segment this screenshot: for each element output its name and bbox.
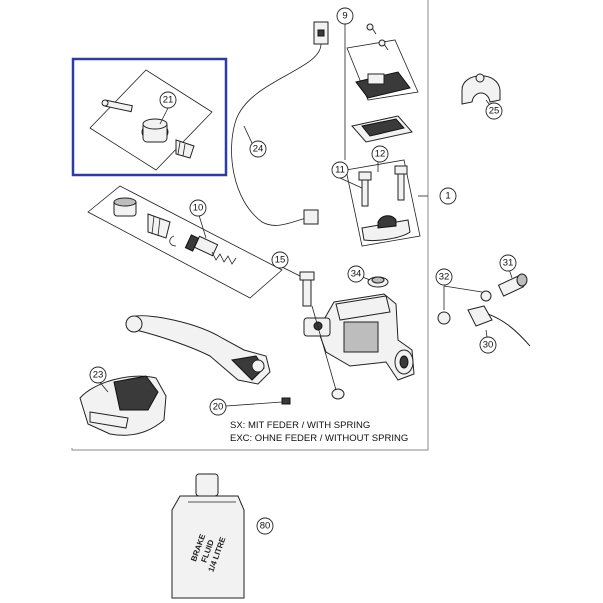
callout-31[interactable]: 31 — [499, 254, 517, 272]
pivot-nut — [311, 305, 345, 400]
piston-boot — [147, 213, 171, 239]
callout-34-label: 34 — [351, 269, 362, 280]
callout-30[interactable]: 30 — [479, 336, 497, 354]
callout-24-label: 24 — [253, 144, 264, 155]
bar-clamp — [361, 215, 411, 241]
part-11-panel — [345, 159, 421, 247]
callout-32[interactable]: 32 — [435, 268, 453, 286]
callout-31-label: 31 — [503, 258, 514, 269]
part-11-12-group[interactable] — [345, 159, 421, 247]
callout-20[interactable]: 20 — [209, 398, 227, 416]
highlight-box-21[interactable] — [71, 57, 228, 177]
part-9-group[interactable] — [344, 23, 419, 160]
part-10-panel — [87, 185, 283, 299]
callout-80[interactable]: 80 — [256, 517, 274, 535]
part-24-cable[interactable] — [231, 21, 329, 226]
note-without-spring: EXC: OHNE FEDER / WITHOUT SPRING — [230, 433, 408, 444]
callout-24[interactable]: 24 — [249, 140, 267, 158]
callout-34[interactable]: 34 — [347, 265, 365, 283]
callout-12-label: 12 — [375, 149, 386, 160]
callout-15-label: 15 — [275, 255, 286, 266]
callout-15[interactable]: 15 — [271, 251, 289, 269]
callout-12[interactable]: 12 — [371, 145, 389, 163]
part-9-cover — [355, 71, 411, 99]
part-21-bushing — [141, 118, 169, 143]
callout-32-label: 32 — [439, 272, 450, 283]
part-25-clamp[interactable] — [461, 73, 501, 105]
note-with-spring: SX: MIT FEDER / WITH SPRING — [230, 420, 370, 431]
callout-80-label: 80 — [260, 521, 271, 532]
part-10-group[interactable] — [87, 185, 283, 299]
part-30-31-32-group[interactable] — [437, 273, 531, 347]
part-9-screws — [366, 23, 389, 51]
part-15-bolt[interactable] — [279, 265, 315, 307]
brake-lever[interactable] — [125, 315, 271, 385]
callout-9[interactable]: 9 — [336, 7, 354, 25]
clamp-bolts — [358, 165, 408, 207]
part-20-screw[interactable] — [225, 397, 291, 407]
circlip — [169, 235, 177, 247]
callout-9-label: 9 — [342, 11, 347, 22]
switch-connector-bottom — [303, 209, 319, 225]
part-21-panel — [89, 69, 213, 171]
leader-lines — [97, 99, 513, 393]
callout-10[interactable]: 10 — [189, 199, 207, 217]
part-21-group[interactable] — [89, 69, 213, 171]
callout-11[interactable]: 11 — [331, 161, 349, 179]
callout-21[interactable]: 21 — [159, 91, 177, 109]
callout-1[interactable]: 1 — [439, 187, 457, 205]
part-23-guard[interactable] — [79, 375, 167, 436]
callout-11-label: 11 — [335, 165, 345, 176]
callout-1-label: 1 — [445, 191, 450, 202]
part-21-pin — [101, 99, 133, 113]
part-1-master-cylinder[interactable] — [303, 293, 415, 381]
part-34-cap[interactable] — [367, 276, 389, 288]
callout-25[interactable]: 25 — [485, 102, 503, 120]
assembly-frame — [71, 0, 429, 451]
callout-30-label: 30 — [483, 340, 494, 351]
callout-23-label: 23 — [93, 370, 104, 381]
callout-20-label: 20 — [213, 402, 224, 413]
banjo-bolt — [497, 273, 528, 297]
callout-25-label: 25 — [489, 106, 500, 117]
callout-23[interactable]: 23 — [89, 366, 107, 384]
brake-hose — [467, 305, 531, 347]
part-9-gasket — [351, 115, 413, 143]
callout-21-label: 21 — [163, 95, 174, 106]
part-80-bottle[interactable] — [171, 473, 245, 599]
callout-10-label: 10 — [193, 203, 204, 214]
part-21-boot — [175, 139, 195, 159]
piston-spring — [184, 234, 237, 265]
piston-bushing — [113, 197, 137, 217]
